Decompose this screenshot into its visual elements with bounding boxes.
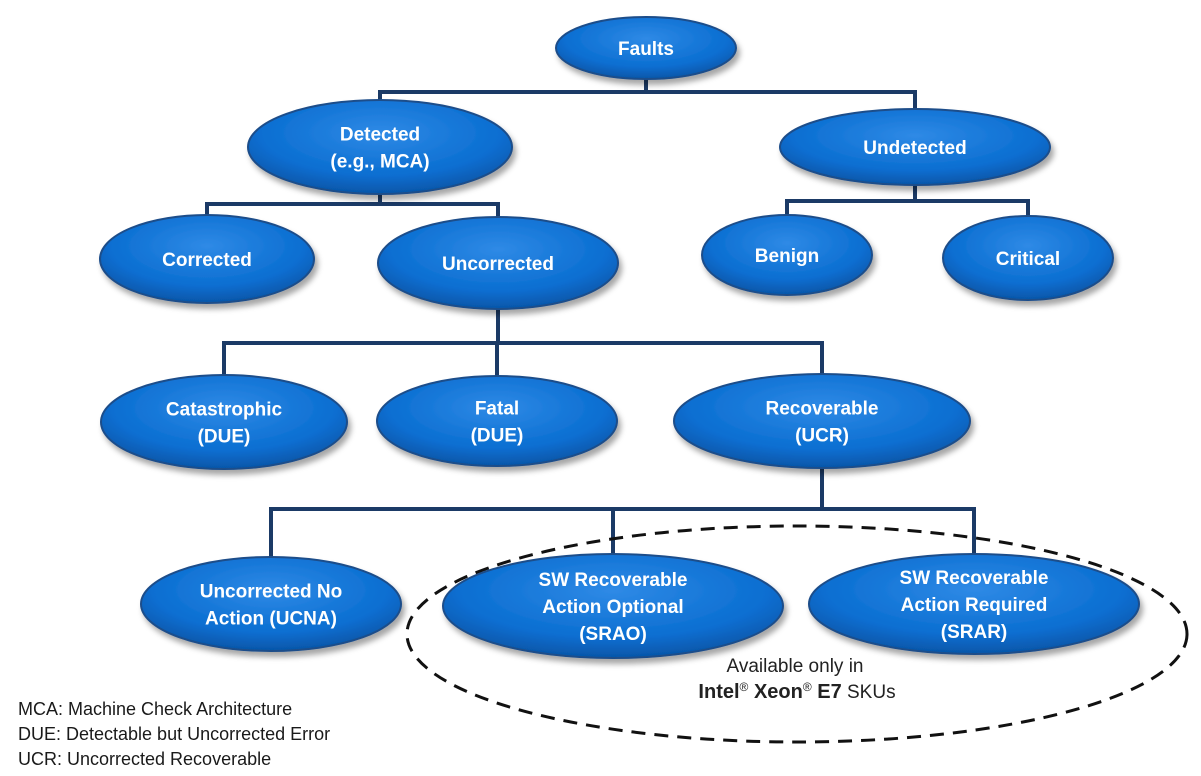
node-corrected-shape bbox=[99, 214, 315, 304]
node-srar-label: Action Required bbox=[901, 595, 1048, 616]
node-srar-label: SW Recoverable bbox=[900, 568, 1049, 589]
node-benign: Benign bbox=[701, 214, 873, 296]
node-faults: Faults bbox=[555, 16, 737, 80]
registered-mark: ® bbox=[803, 680, 812, 694]
node-benign-shape bbox=[701, 214, 873, 296]
node-fatal-shape bbox=[376, 375, 618, 467]
node-srao-label: Action Optional bbox=[542, 597, 683, 618]
node-fatal-label: Fatal bbox=[475, 399, 519, 420]
brand-e7: E7 bbox=[812, 681, 842, 703]
node-uncorrected: Uncorrected bbox=[377, 216, 619, 310]
node-catastrophic-label: (DUE) bbox=[198, 427, 251, 448]
brand-xeon: Xeon bbox=[748, 681, 802, 703]
node-detected-label: Detected bbox=[340, 125, 420, 146]
node-fatal-label: (DUE) bbox=[471, 426, 524, 447]
node-undetected-shape bbox=[779, 108, 1051, 186]
node-catastrophic: Catastrophic (DUE) bbox=[100, 374, 348, 470]
node-srar-shape bbox=[808, 553, 1140, 655]
registered-mark: ® bbox=[740, 680, 749, 694]
abbreviation-legend: MCA: Machine Check Architecture DUE: Det… bbox=[18, 697, 330, 772]
node-ucna-label: Uncorrected No bbox=[200, 582, 343, 603]
node-ucna-shape bbox=[140, 556, 402, 652]
node-fatal: Fatal (DUE) bbox=[376, 375, 618, 467]
node-srar-label: (SRAR) bbox=[941, 622, 1008, 643]
node-srao-label: SW Recoverable bbox=[539, 570, 688, 591]
node-undetected: Undetected bbox=[779, 108, 1051, 186]
node-recoverable: Recoverable (UCR) bbox=[673, 373, 971, 469]
node-recoverable-label: Recoverable bbox=[765, 399, 878, 420]
legend-item-mca: MCA: Machine Check Architecture bbox=[18, 699, 293, 719]
node-srao-label: (SRAO) bbox=[579, 624, 647, 645]
node-recoverable-shape bbox=[673, 373, 971, 469]
node-corrected-label: Corrected bbox=[162, 250, 252, 271]
node-srao-shape bbox=[442, 553, 784, 659]
annotation-line1: Available only in bbox=[727, 656, 864, 677]
skus-label: SKUs bbox=[842, 682, 896, 703]
node-recoverable-label: (UCR) bbox=[795, 426, 849, 447]
node-ucna: Uncorrected No Action (UCNA) bbox=[140, 556, 402, 652]
node-faults-shape bbox=[555, 16, 737, 80]
brand-intel: Intel bbox=[698, 681, 739, 703]
node-critical-label: Critical bbox=[996, 249, 1060, 270]
node-catastrophic-shape bbox=[100, 374, 348, 470]
connectors bbox=[205, 73, 1030, 562]
legend-item-due: DUE: Detectable but Uncorrected Error bbox=[18, 724, 331, 744]
node-uncorrected-label: Uncorrected bbox=[442, 254, 554, 275]
node-critical: Critical bbox=[942, 215, 1114, 301]
node-uncorrected-shape bbox=[377, 216, 619, 310]
node-detected-shape bbox=[247, 99, 513, 195]
srao-srar-highlight-region bbox=[405, 524, 1189, 744]
node-ucna-label: Action (UCNA) bbox=[205, 609, 337, 630]
node-detected: Detected (e.g., MCA) bbox=[247, 99, 513, 195]
node-critical-shape bbox=[942, 215, 1114, 301]
legend-item-ucr: UCR: Uncorrected Recoverable bbox=[18, 749, 272, 769]
node-catastrophic-label: Catastrophic bbox=[166, 400, 283, 421]
node-benign-label: Benign bbox=[755, 246, 819, 267]
annotation-line2: Intel® Xeon® E7 SKUs bbox=[698, 680, 895, 703]
node-detected-label: (e.g., MCA) bbox=[330, 152, 429, 173]
node-corrected: Corrected bbox=[99, 214, 315, 304]
node-undetected-label: Undetected bbox=[863, 138, 966, 159]
node-faults-label: Faults bbox=[618, 39, 674, 60]
